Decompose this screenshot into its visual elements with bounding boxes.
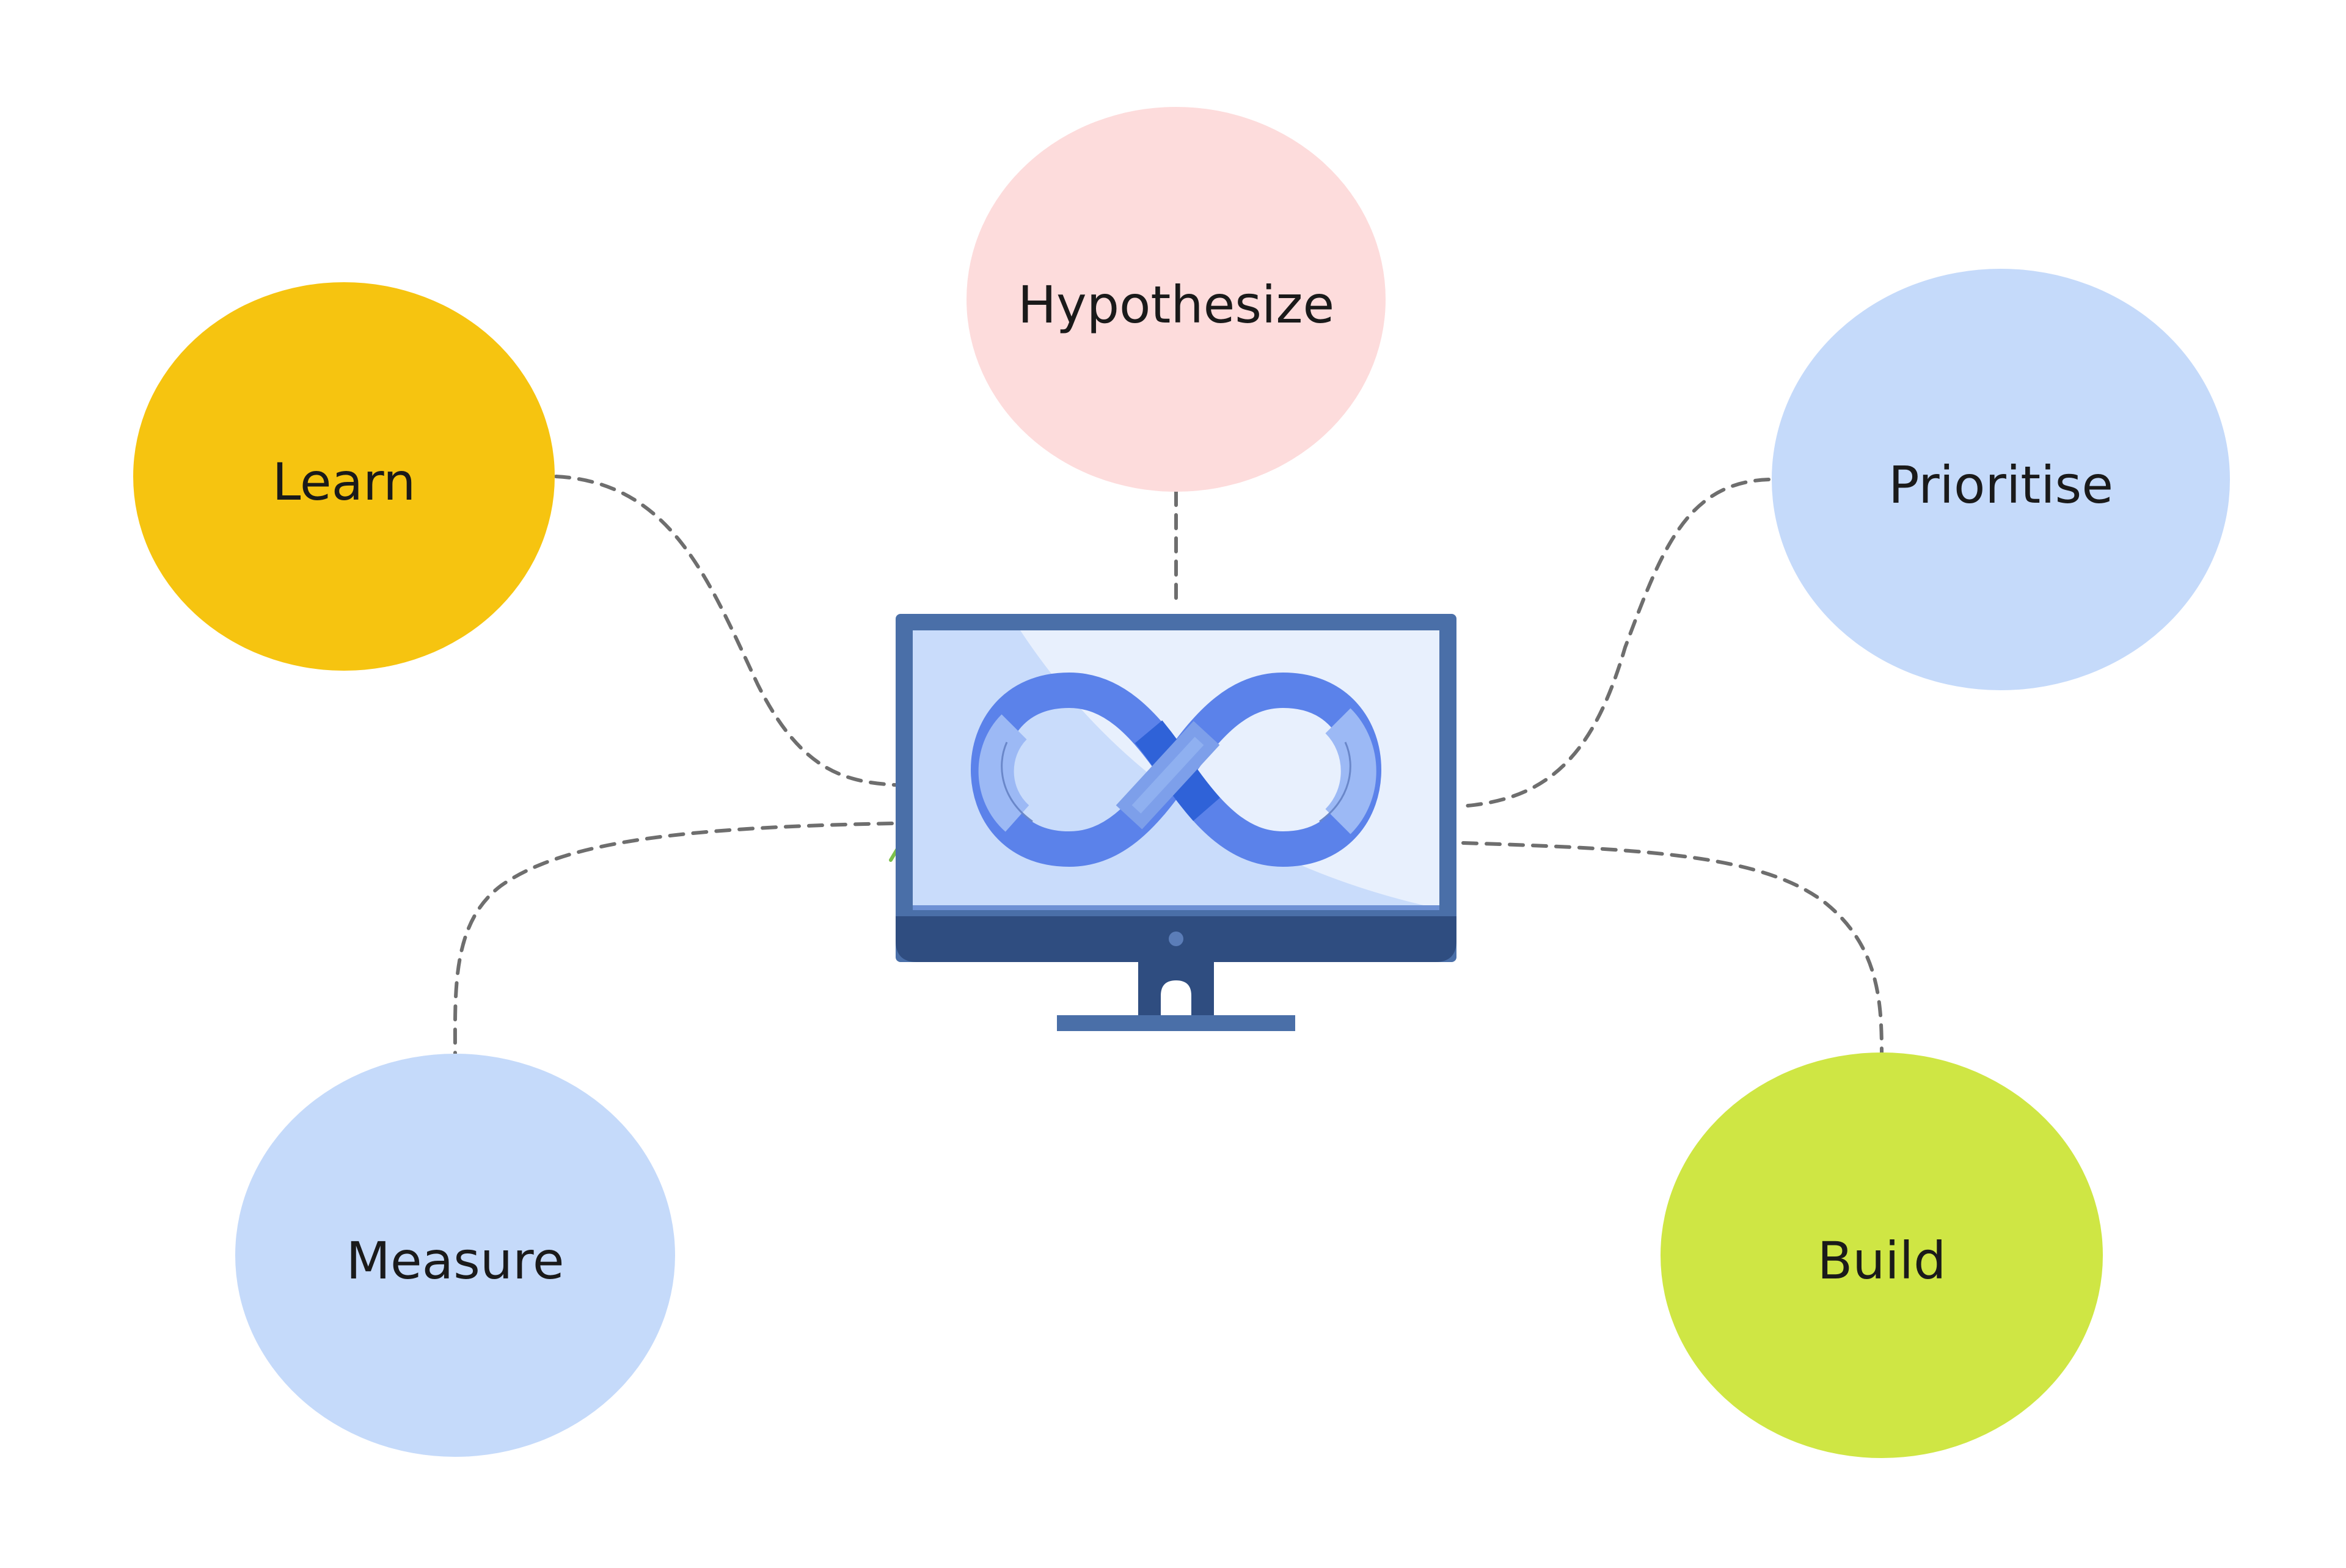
node-learn: Learn xyxy=(133,282,555,671)
node-hypothesize-label: Hypothesize xyxy=(1018,275,1334,335)
connector-prioritise xyxy=(1458,478,1770,808)
infinity-icon xyxy=(971,673,1381,867)
node-build-circle xyxy=(1661,1052,2103,1458)
node-hypothesize: Hypothesize xyxy=(967,107,1386,492)
infinity-cross-band-inner xyxy=(1131,737,1204,814)
node-build: Build xyxy=(1661,1052,2103,1458)
connectors xyxy=(453,475,1884,1056)
infinity-light-arc-right xyxy=(1325,708,1376,834)
monitor-power-dot xyxy=(1169,932,1183,946)
infinity-thin-arc-right xyxy=(1319,742,1351,823)
monitor-base xyxy=(1057,1015,1295,1031)
node-learn-circle xyxy=(133,282,555,671)
screen-bottom-strip xyxy=(913,905,1439,910)
node-measure: Measure xyxy=(235,1054,675,1457)
node-prioritise-label: Prioritise xyxy=(1888,455,2113,515)
connector-measure xyxy=(453,822,894,1056)
monitor-stand xyxy=(1138,962,1214,1017)
connector-build xyxy=(1461,841,1884,1056)
node-measure-label: Measure xyxy=(346,1231,565,1291)
node-measure-circle xyxy=(235,1054,675,1457)
infinity-light-arc-left xyxy=(978,714,1030,832)
infinity-thin-arc-left xyxy=(1001,742,1033,823)
node-prioritise-circle xyxy=(1772,269,2230,690)
connector-learn xyxy=(554,475,897,787)
monitor-infinity-icon xyxy=(896,614,1456,1031)
node-learn-label: Learn xyxy=(272,452,416,512)
node-hypothesize-circle xyxy=(967,107,1386,492)
node-build-label: Build xyxy=(1818,1231,1946,1291)
node-prioritise: Prioritise xyxy=(1772,269,2230,690)
